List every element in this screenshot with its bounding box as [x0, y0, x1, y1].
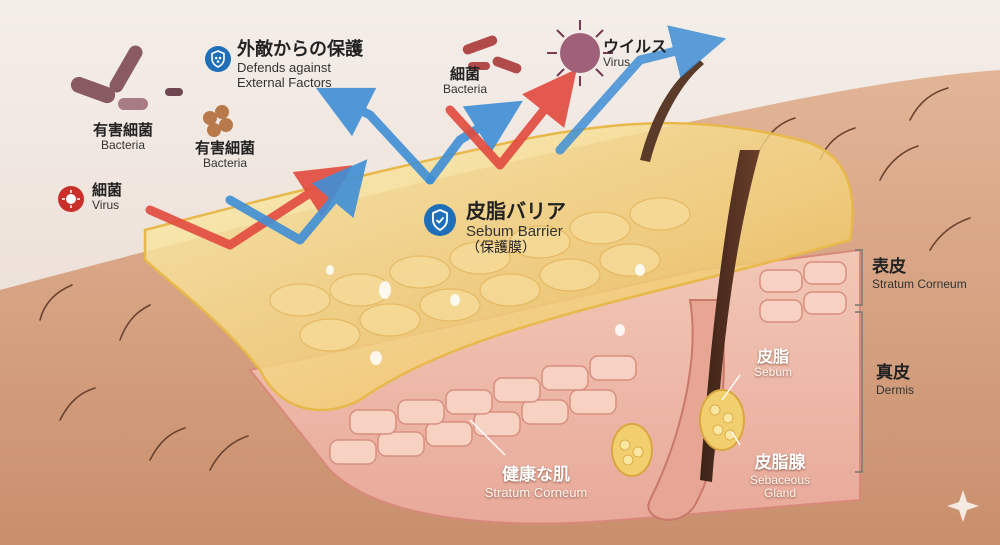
sparkle-icon — [947, 490, 979, 522]
sebum-droplets — [326, 264, 645, 365]
sebum-barrier-sub: （保護膜） — [466, 240, 536, 257]
germ-left-en: Virus — [92, 198, 120, 213]
bacteria-top-jp: 細菌 — [449, 65, 480, 83]
epidermis-en: Stratum Corneum — [872, 276, 967, 291]
bacteria-cocci-icon — [203, 105, 233, 137]
shield-check-icon — [424, 204, 456, 236]
bacteria-capsules-icon — [70, 45, 183, 110]
sebaceous-gland-jp: 皮脂腺 — [754, 453, 806, 473]
sebum-jp: 皮脂 — [756, 347, 789, 366]
sebaceous-gland-en-1: Sebaceous — [749, 472, 811, 487]
harmful-bacteria-left-jp: 有害細菌 — [92, 121, 153, 139]
body-hairs — [39, 87, 971, 471]
bacteria-top-label: 細菌 Bacteria — [430, 65, 500, 97]
epidermis-label: 表皮 Stratum Corneum — [872, 257, 1000, 291]
shield-stars-icon — [205, 46, 231, 72]
germ-left-jp: 細菌 — [92, 181, 123, 199]
depth-bracket — [855, 249, 863, 473]
sebum-barrier-jp: 皮脂バリア — [466, 199, 566, 223]
harmful-bacteria-mid-en: Bacteria — [202, 156, 248, 171]
epidermis-jp: 表皮 — [872, 257, 906, 277]
dermis-en: Dermis — [876, 382, 914, 397]
sebum-covered-cells — [269, 197, 691, 352]
sebum-en: Sebum — [753, 365, 793, 380]
sebum-barrier-en: Sebum Barrier — [466, 223, 563, 240]
protect-title-en-1: Defends against — [237, 59, 331, 75]
virus-icon — [547, 20, 613, 86]
dermis-jp: 真皮 — [876, 363, 910, 383]
protect-label: 外敵からの保護 Defends against External Factors — [205, 39, 415, 91]
sebaceous-gland — [611, 389, 745, 477]
sebaceous-gland-label: 皮脂腺 Sebaceous Gland — [735, 453, 825, 501]
pointer-lines — [469, 374, 741, 456]
sebum-label: 皮脂 Sebum — [738, 347, 808, 380]
harmful-bacteria-mid-jp: 有害細菌 — [194, 139, 255, 157]
bacteria-top-en: Bacteria — [442, 82, 488, 97]
germ-left-label: 細菌 Virus — [58, 181, 168, 213]
protect-title-jp: 外敵からの保護 — [237, 39, 363, 60]
harmful-bacteria-left-label: 有害細菌 Bacteria — [78, 121, 168, 153]
virus-top-en: Virus — [603, 55, 631, 70]
hair-shaft-2 — [640, 60, 704, 162]
healthy-skin-label: 健康な肌 Stratum Corneum — [466, 465, 606, 500]
virus-top-label: ウイルス Virus — [603, 37, 693, 70]
virus-badge-icon — [58, 186, 84, 212]
sebaceous-gland-en-2: Gland — [763, 486, 797, 501]
virus-top-jp: ウイルス — [603, 37, 668, 56]
healthy-skin-jp: 健康な肌 — [502, 465, 570, 485]
harmful-bacteria-left-en: Bacteria — [100, 138, 146, 153]
harmful-bacteria-mid-label: 有害細菌 Bacteria — [180, 139, 270, 171]
epidermis-cells — [329, 261, 847, 465]
bacteria-rods-icon — [462, 35, 522, 74]
sebum-barrier-label: 皮脂バリア Sebum Barrier （保護膜） — [424, 200, 604, 256]
protect-title-en-2: External Factors — [237, 74, 332, 90]
defense-arrows — [145, 25, 727, 250]
dermis-label: 真皮 Dermis — [876, 363, 976, 397]
healthy-skin-en: Stratum Corneum — [484, 484, 588, 500]
